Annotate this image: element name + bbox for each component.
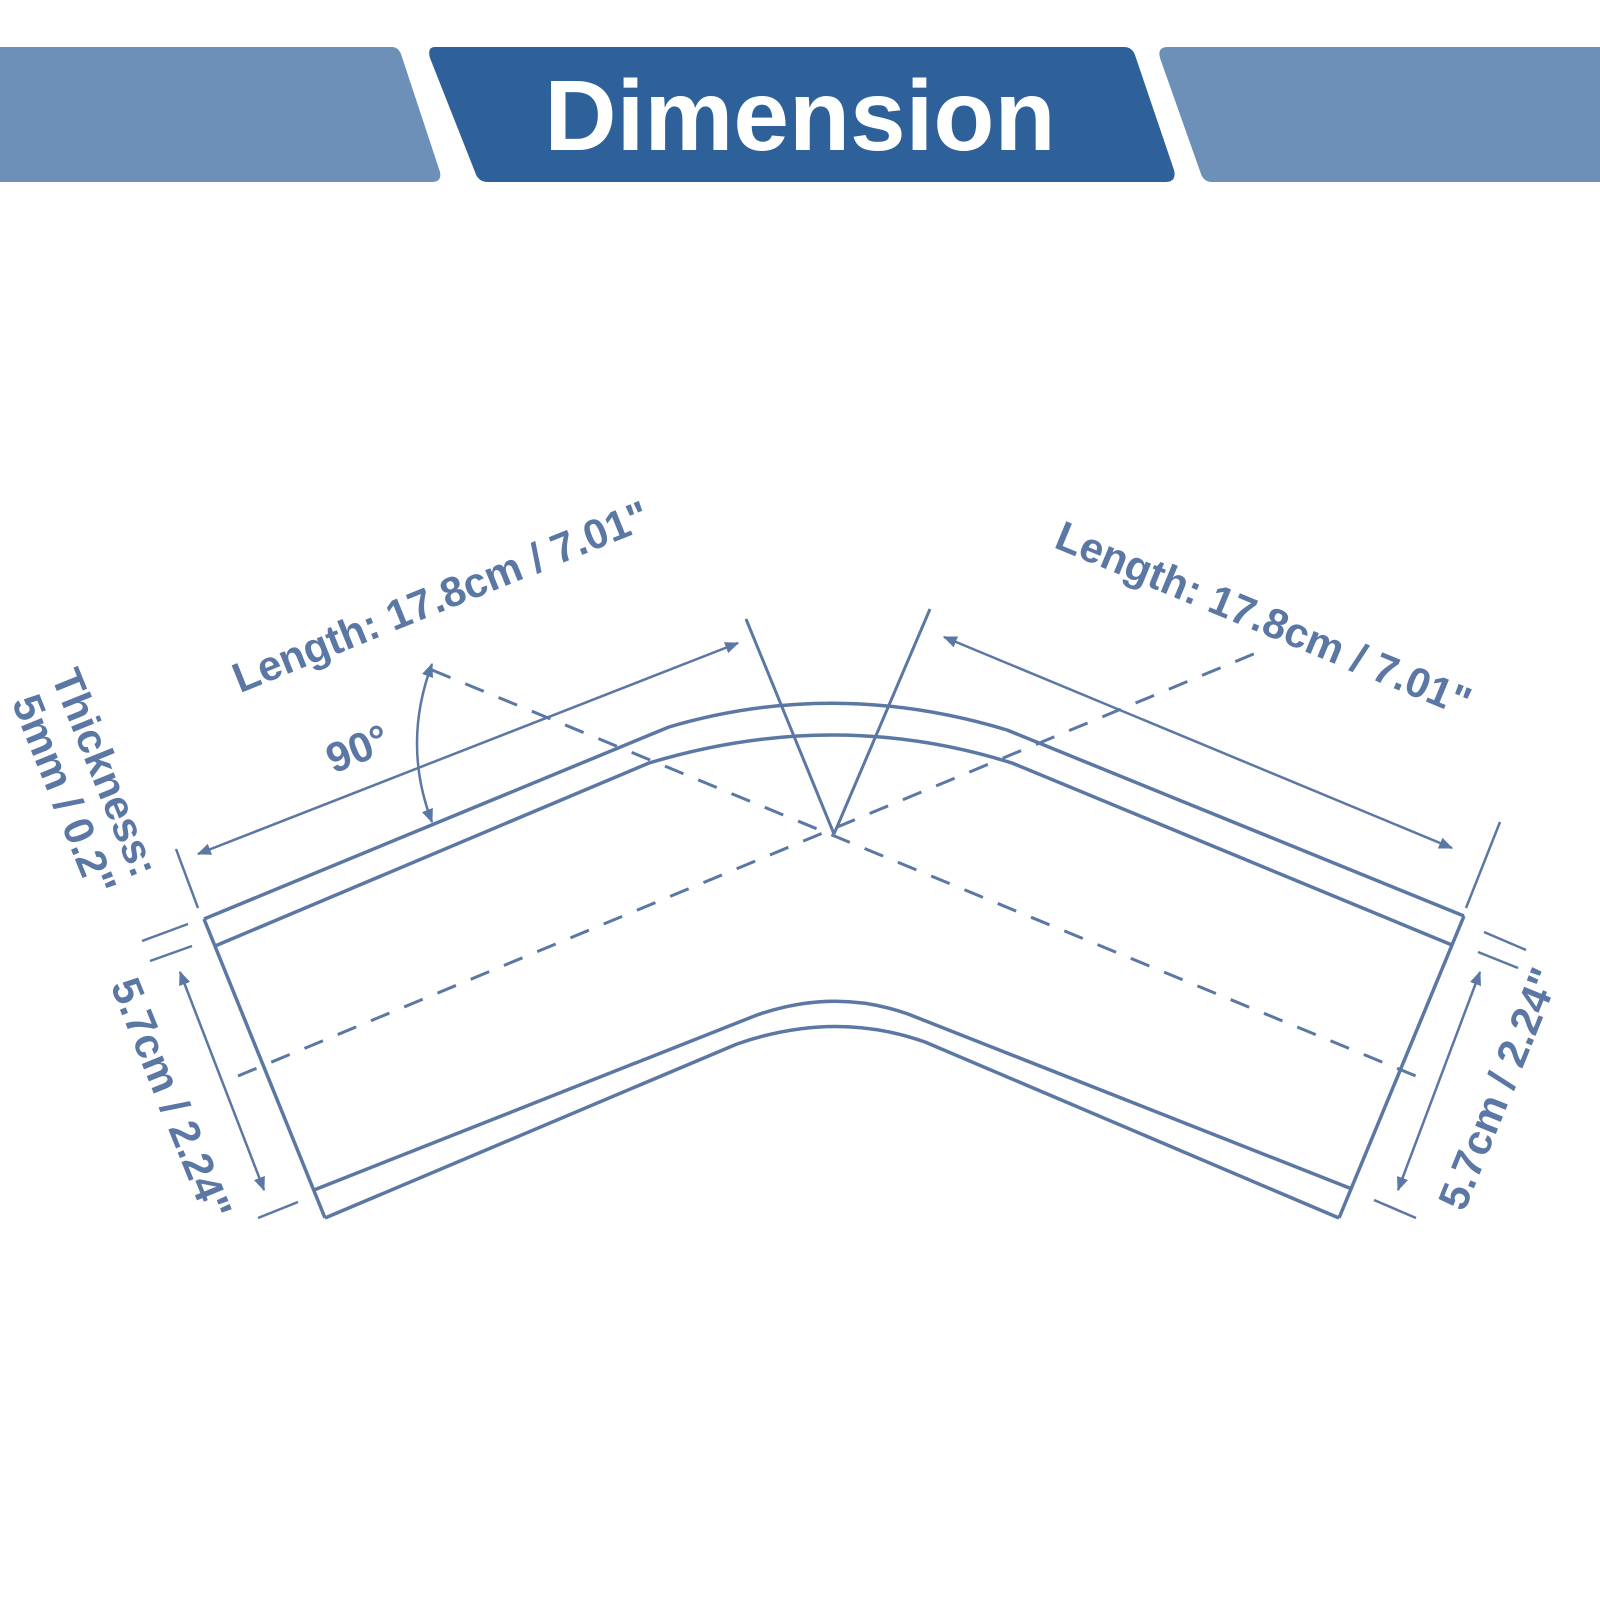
width-right-label: 5.7cm / 2.24" [1429,961,1568,1216]
thickness-tick-1 [141,922,189,943]
dimension-labels: Length: 17.8cm / 7.01" Length: 17.8cm / … [3,491,1568,1225]
width-right-extension-top [1483,930,1527,952]
banner-right-segment [1159,47,1600,182]
header-banner: Dimension [0,47,1600,182]
width-right-extension-bottom [1373,1198,1417,1220]
outer-bottom-edge [324,1024,1340,1220]
width-left-dimension-line [178,970,266,1192]
angle-label: 90° [319,715,395,782]
width-left-label: 5.7cm / 2.24" [102,971,241,1226]
left-center-dashed-line [237,651,1257,1078]
left-section-line [744,618,836,835]
thickness-tick-2 [149,944,193,963]
length-right-dimension-line [942,635,1454,850]
elbow-outline [202,701,1466,1220]
inner-bottom-edge [313,999,1353,1192]
length-right-extension-line [1464,821,1502,909]
width-right-dimension-line [1396,970,1482,1192]
length-right-label: Length: 17.8cm / 7.01" [1049,512,1478,726]
dimension-lines [141,635,1527,1220]
length-left-dimension-line [196,641,740,856]
center-lines [237,608,1429,1083]
width-right-tick [1477,950,1519,970]
page-title: Dimension [544,60,1055,172]
width-left-extension-bottom [257,1200,299,1220]
angle-arc [415,662,434,824]
thickness-extension-top [174,848,200,909]
length-left-label: Length: 17.8cm / 7.01" [226,491,656,701]
inner-top-edge [214,733,1453,948]
banner-left-segment [0,47,441,182]
banner-center-segment [429,47,1175,182]
right-center-dashed-line [431,668,1429,1083]
right-section-line [832,608,932,835]
